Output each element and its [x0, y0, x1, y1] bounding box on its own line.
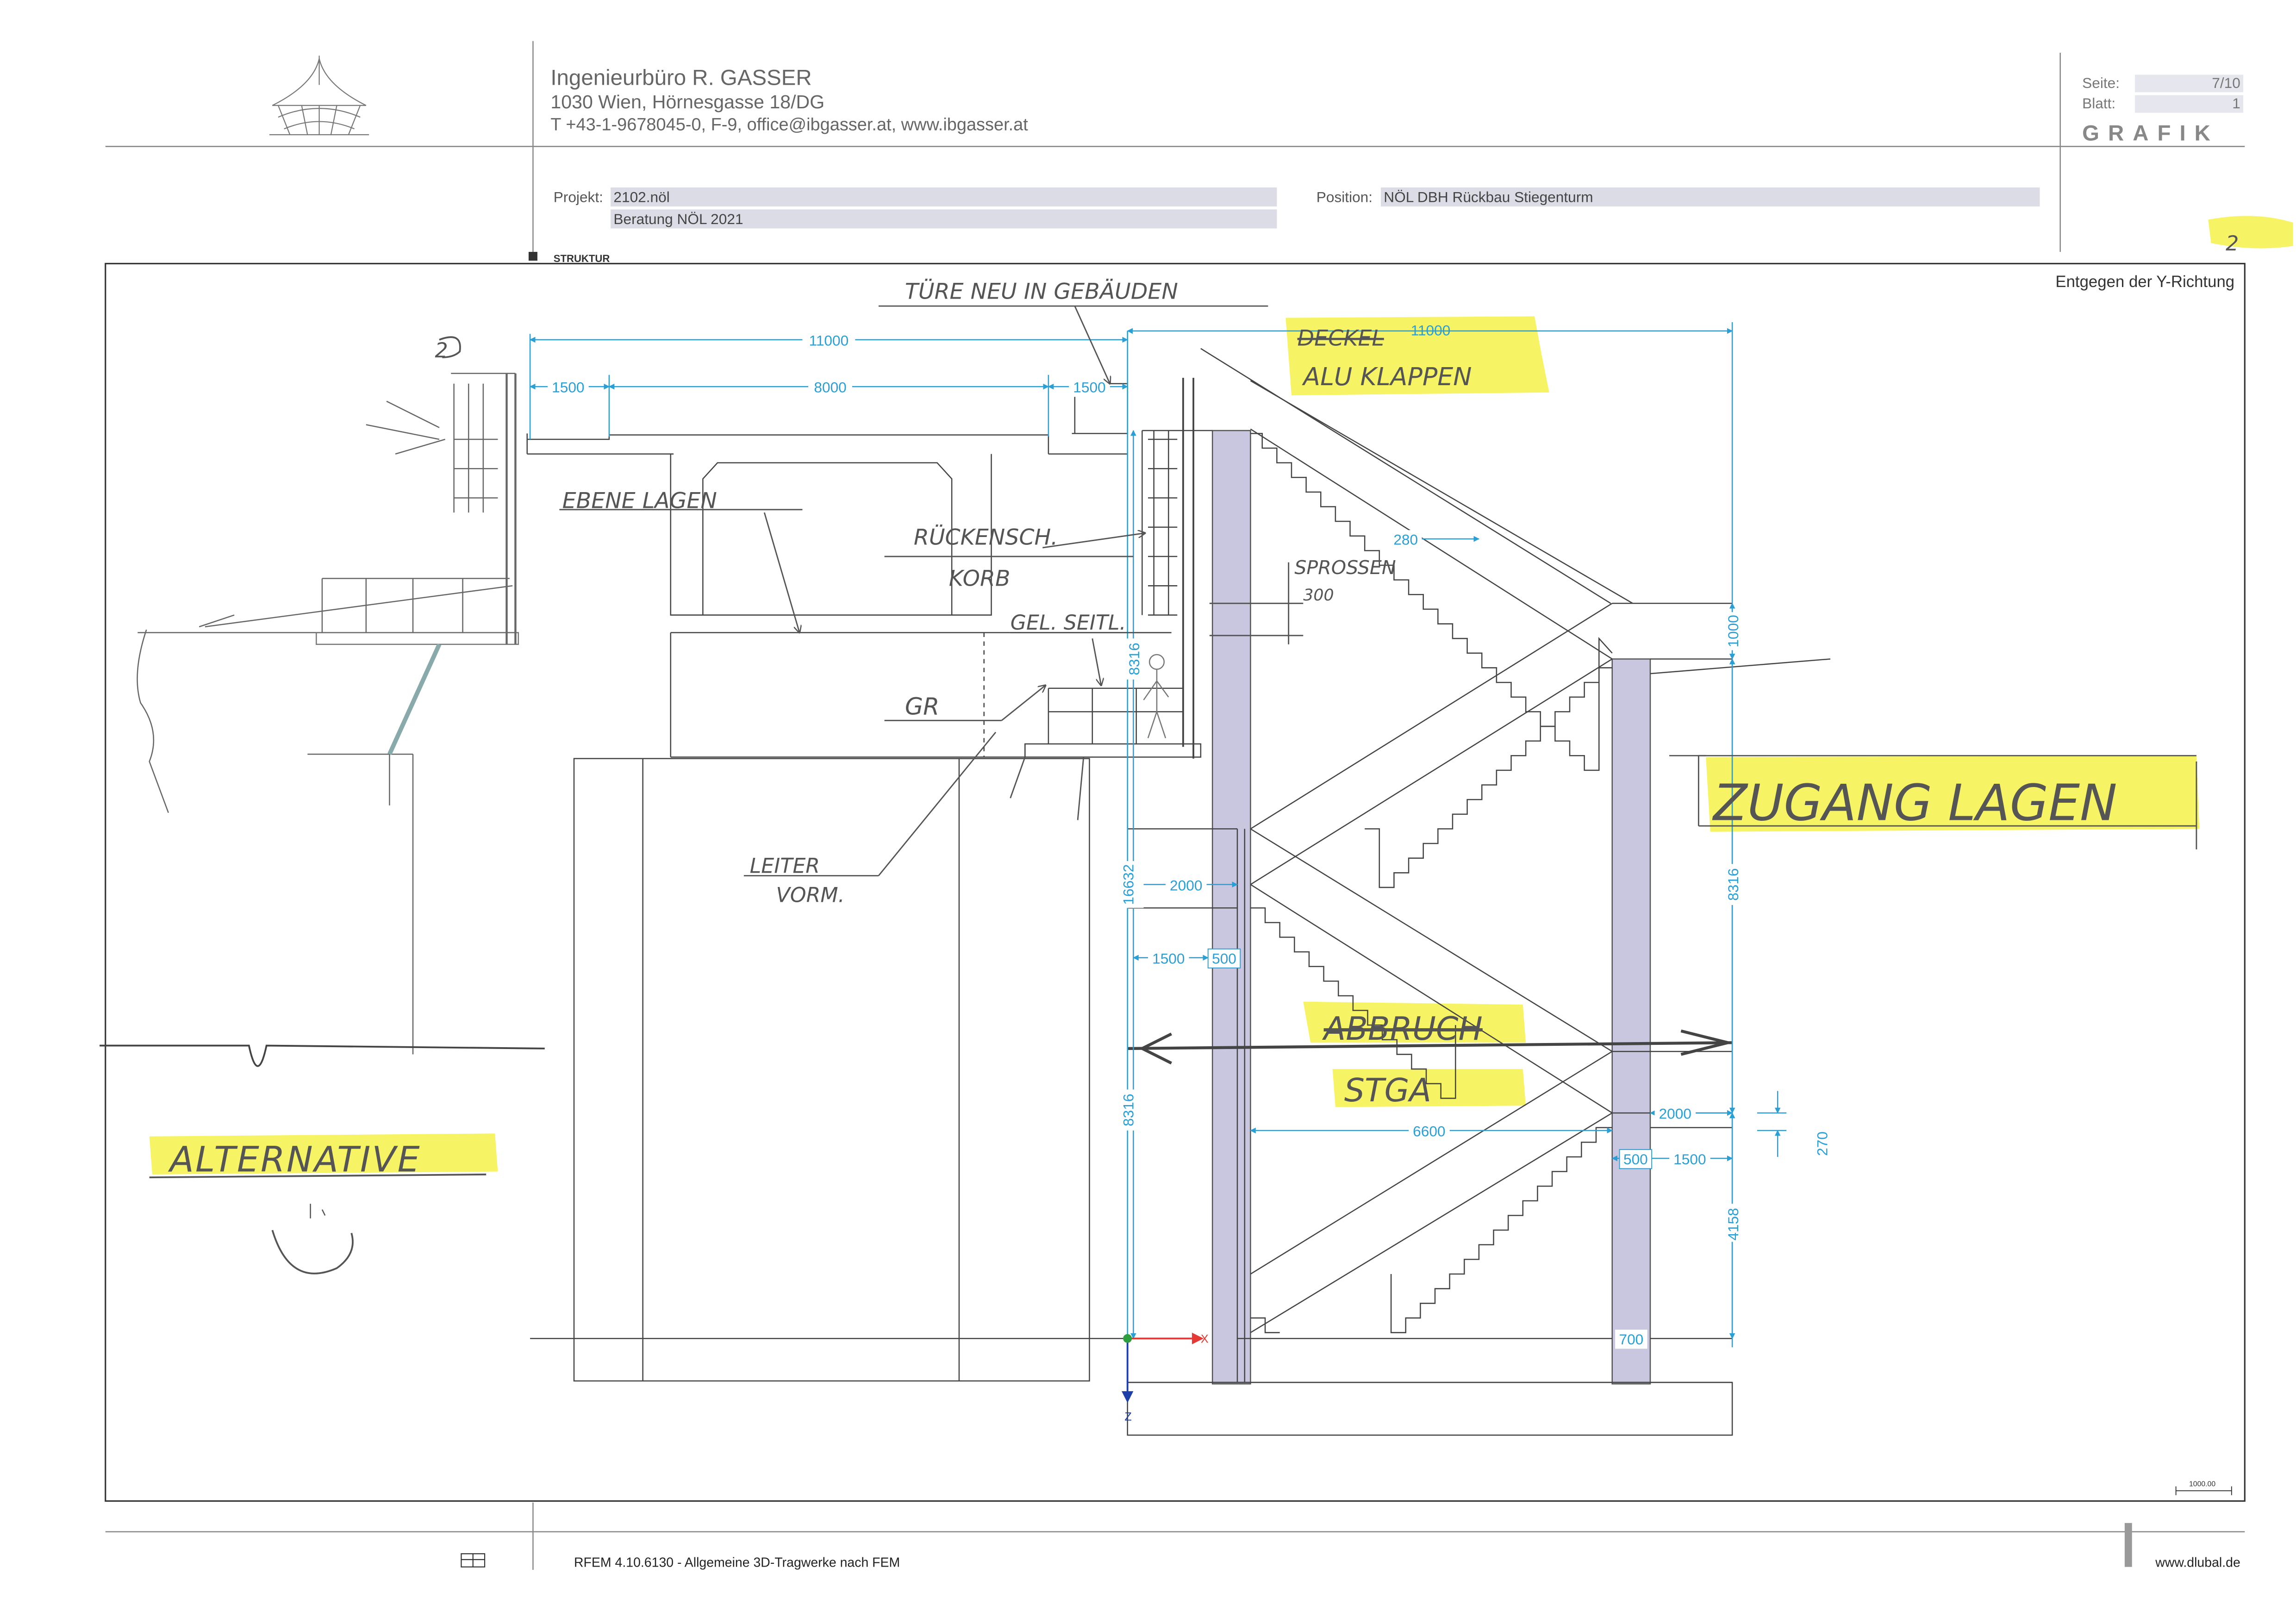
dim-500-right: 500	[1623, 1151, 1648, 1168]
projekt-label: Projekt:	[554, 189, 603, 206]
website-label: www.dlubal.de	[2155, 1555, 2240, 1570]
position-label: Position:	[1316, 189, 1373, 206]
position-value: NÖL DBH Rückbau Stiegenturm	[1384, 189, 1593, 206]
dim-6600: 6600	[1413, 1123, 1445, 1140]
scale-bar-label: 1000.00	[2189, 1480, 2215, 1488]
dlubal-logo	[461, 1553, 486, 1568]
dim-2000-left: 2000	[1170, 877, 1202, 893]
dimension-labels: 11000 1500 8000 1500 11000 280 1000 8316…	[548, 322, 1831, 1349]
wall-right	[1611, 658, 1651, 1385]
note-abbruch: ABBRUCH	[1322, 1010, 1483, 1048]
scale-bar: 1000.00	[2175, 1480, 2232, 1495]
company-name: Ingenieurbüro R. GASSER	[550, 65, 811, 90]
dim-500-mid: 500	[1212, 950, 1236, 967]
dim-11000-right: 11000	[1411, 322, 1451, 338]
dim-8316-right: 8316	[1725, 868, 1741, 900]
dim-1500-right-low: 1500	[1673, 1151, 1706, 1168]
note-tune-neu: TÜRE NEU IN GEBÄUDEN	[905, 278, 1178, 304]
blatt-label: Blatt:	[2082, 95, 2115, 112]
note-alu-klappen: ALU KLAPPEN	[1302, 362, 1472, 391]
title-block: Ingenieurbüro R. GASSER 1030 Wien, Hörne…	[105, 41, 2293, 264]
note-deckel: DECKEL	[1298, 326, 1384, 351]
dimensions	[529, 322, 1787, 1383]
note-korb: KORB	[949, 566, 1011, 591]
dim-16632: 16632	[1120, 864, 1136, 905]
alternative-label: ALTERNATIVE	[168, 1139, 421, 1180]
coordinate-axes: X Z	[1122, 1332, 1209, 1423]
dim-1500-left: 1500	[552, 379, 584, 396]
pencil-leaders	[559, 305, 2197, 877]
dim-8000: 8000	[814, 379, 846, 396]
seite-value: 7/10	[2212, 75, 2240, 91]
dim-1000: 1000	[1725, 615, 1741, 647]
page-mark: 2	[2226, 232, 2239, 256]
stair-tower	[530, 348, 1831, 1436]
dim-11000-top: 11000	[809, 332, 849, 349]
note-leiter: LEITER	[750, 854, 820, 878]
section-label: GRAFIK	[2082, 121, 2219, 146]
note-gr: GR	[905, 693, 939, 720]
note-vorm: VORM.	[776, 884, 845, 907]
seite-label: Seite:	[2082, 75, 2120, 91]
top-structure	[526, 433, 1128, 1382]
company-contact: T +43-1-9678045-0, F-9, office@ibgasser.…	[550, 115, 1028, 135]
num-2: 2	[435, 339, 448, 362]
view-label: Entgegen der Y-Richtung	[2055, 273, 2234, 291]
highlights	[149, 316, 2200, 1174]
company-logo	[269, 56, 369, 136]
note-sprossen: SPROSSEN	[1294, 556, 1396, 579]
note-gel-seitl: GEL. SEITL.	[1011, 611, 1126, 635]
note-rueckensch: RÜCKENSCH.	[914, 525, 1058, 550]
dim-4158: 4158	[1725, 1208, 1741, 1240]
projekt-sub: Beratung NÖL 2021	[613, 211, 743, 227]
projekt-value: 2102.nöl	[613, 189, 669, 206]
blatt-value: 1	[2232, 95, 2240, 112]
left-building-sketch: 2 ALTERNATIVE	[100, 336, 545, 1274]
dim-1500-right: 1500	[1073, 379, 1105, 396]
software-label: RFEM 4.10.6130 - Allgemeine 3D-Tragwerke…	[574, 1555, 900, 1570]
company-address: 1030 Wien, Hörnesgasse 18/DG	[550, 91, 824, 112]
dim-2000-right: 2000	[1659, 1106, 1691, 1122]
note-zugang-lagen: ZUGANG LAGEN	[1712, 774, 2117, 832]
dim-8316-upper: 8316	[1126, 643, 1142, 675]
dim-8316-lower: 8316	[1120, 1094, 1136, 1126]
axis-z: Z	[1124, 1410, 1131, 1423]
handwritten-notes: TÜRE NEU IN GEBÄUDEN DECKEL ALU KLAPPEN …	[562, 278, 2117, 1109]
dim-270: 270	[1814, 1131, 1831, 1156]
footer: RFEM 4.10.6130 - Allgemeine 3D-Tragwerke…	[105, 1502, 2245, 1570]
dim-700: 700	[1619, 1331, 1644, 1348]
note-stga: STGA	[1344, 1072, 1431, 1109]
note-sprossen-val: 300	[1303, 586, 1334, 605]
drawing-frame	[105, 262, 2246, 1502]
axis-x: X	[1201, 1333, 1209, 1346]
struktur-label: STRUKTUR	[554, 253, 610, 264]
dim-1500-mid: 1500	[1152, 950, 1185, 967]
dim-280: 280	[1393, 531, 1418, 548]
